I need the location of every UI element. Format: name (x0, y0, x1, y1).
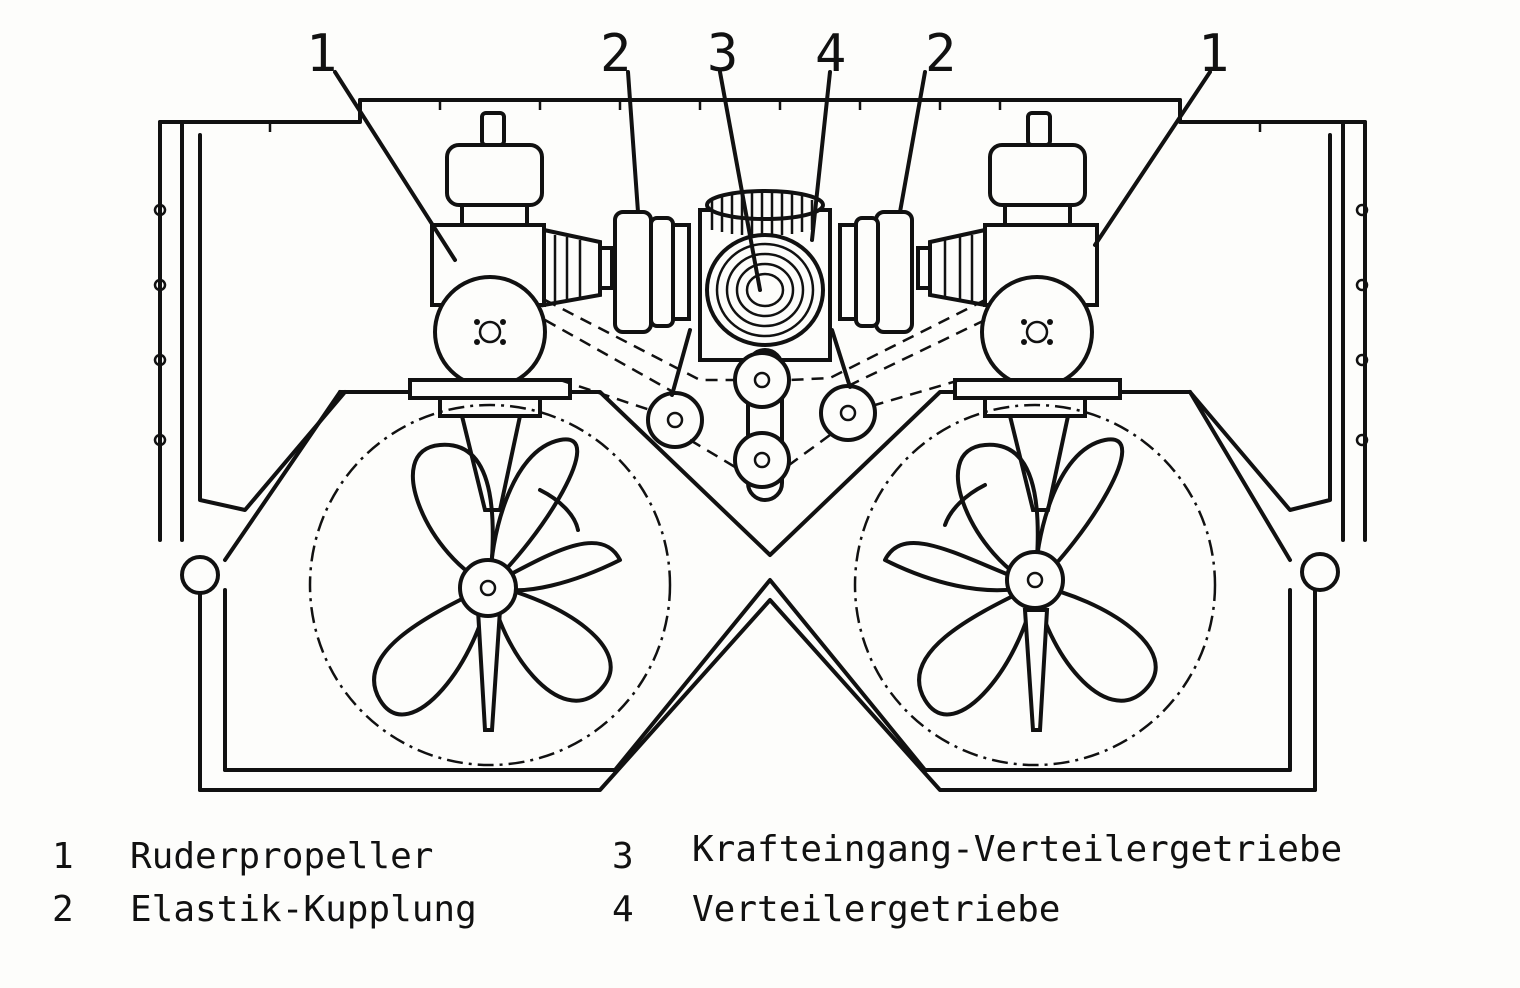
callout-3: 3 (707, 24, 739, 84)
legend-text-4: Verteilergetriebe (692, 889, 1061, 930)
legend-number-4: 4 (612, 889, 634, 930)
legend-number-2: 2 (52, 889, 74, 930)
callout-1-left: 1 (306, 24, 338, 84)
callout-4: 4 (815, 24, 847, 84)
callout-leaders (333, 70, 1212, 292)
elastic-coupling-right (838, 210, 914, 334)
input-distribution-gearbox (698, 189, 832, 362)
legend-number-1: 1 (52, 836, 74, 877)
callout-2-right: 2 (925, 24, 957, 84)
legend-text-2: Elastik-Kupplung (130, 889, 477, 930)
callout-2-left: 2 (600, 24, 632, 84)
legend-text-1: Ruderpropeller (130, 836, 434, 877)
legend-text-3: Krafteingang-Verteilergetriebe (692, 829, 1343, 870)
distribution-gearbox (544, 298, 986, 502)
elastic-coupling-left (613, 210, 691, 334)
callout-1-right: 1 (1198, 24, 1230, 84)
rudder-propeller-right (853, 111, 1217, 767)
rudder-propeller-left (308, 111, 672, 767)
legend-number-3: 3 (612, 836, 634, 877)
